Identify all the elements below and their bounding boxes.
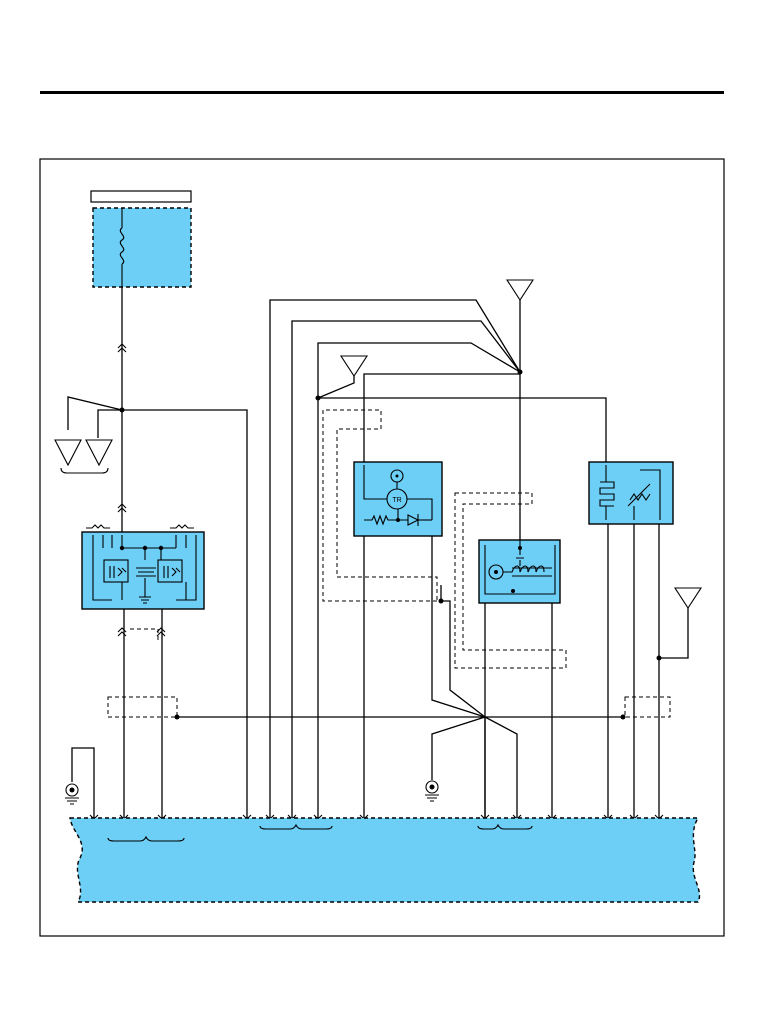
motor-module: TR [353,461,443,537]
coil-icon [503,565,552,577]
antenna-ground-icon [85,439,113,467]
fuse-icon [119,227,125,265]
relay-module [81,524,205,610]
coil-module [478,539,561,604]
fuse-box [90,190,192,288]
antenna-ground-icon [505,279,535,302]
motor-label: TR [392,497,401,504]
connector-icon [117,343,127,353]
relay-icon [157,559,183,583]
ground-icon [65,783,79,797]
antenna-ground-icon [339,355,369,378]
ground-icon [139,596,151,604]
fuse-box-header [90,190,192,203]
ground-icon [425,780,439,794]
heater-icon [599,481,615,507]
variable-resistor-icon [627,483,651,507]
antenna-ground-icon [673,587,703,610]
connector-icon [117,503,127,513]
antenna-ground-icon [54,439,82,467]
heater-module [588,461,674,525]
main-module [69,817,701,903]
resistor-icon [368,514,392,526]
fuse-box-body [92,207,192,288]
header-rule [40,91,724,94]
diagram-frame [39,158,725,937]
relay-icon [103,559,129,583]
